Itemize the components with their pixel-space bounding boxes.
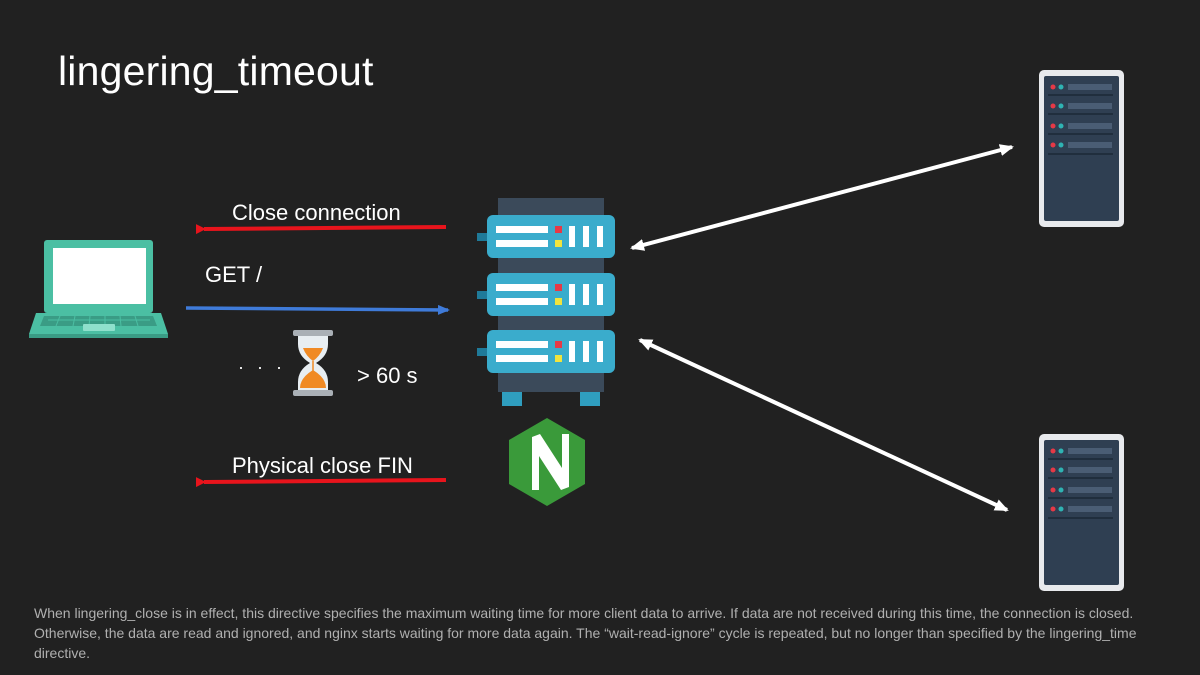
directive-description: When lingering_close is in effect, this … bbox=[34, 605, 1137, 661]
upstream-server-icon bbox=[1039, 434, 1124, 591]
physical-close-arrow bbox=[195, 477, 447, 488]
close-connection-label: Close connection bbox=[232, 200, 401, 225]
waiting-ellipsis: · · · bbox=[238, 357, 286, 377]
physical-close-label: Physical close FIN bbox=[232, 453, 413, 478]
hourglass-icon bbox=[293, 330, 333, 396]
slide-title: lingering_timeout bbox=[58, 48, 374, 94]
server-unit bbox=[477, 330, 615, 373]
laptop-icon bbox=[29, 240, 168, 338]
upstream-server-icon bbox=[1039, 70, 1124, 227]
upstream-link-arrow-bottom bbox=[638, 338, 1009, 512]
server-rack-icon bbox=[477, 198, 615, 406]
upstream-link-arrow-top bbox=[630, 144, 1014, 251]
wait-time-label: > 60 s bbox=[357, 363, 418, 388]
get-request-label: GET / bbox=[205, 262, 263, 287]
nginx-logo-icon bbox=[509, 418, 585, 506]
server-unit bbox=[477, 215, 615, 258]
server-unit bbox=[477, 273, 615, 316]
close-connection-arrow bbox=[195, 224, 447, 235]
get-request-arrow bbox=[185, 304, 450, 315]
